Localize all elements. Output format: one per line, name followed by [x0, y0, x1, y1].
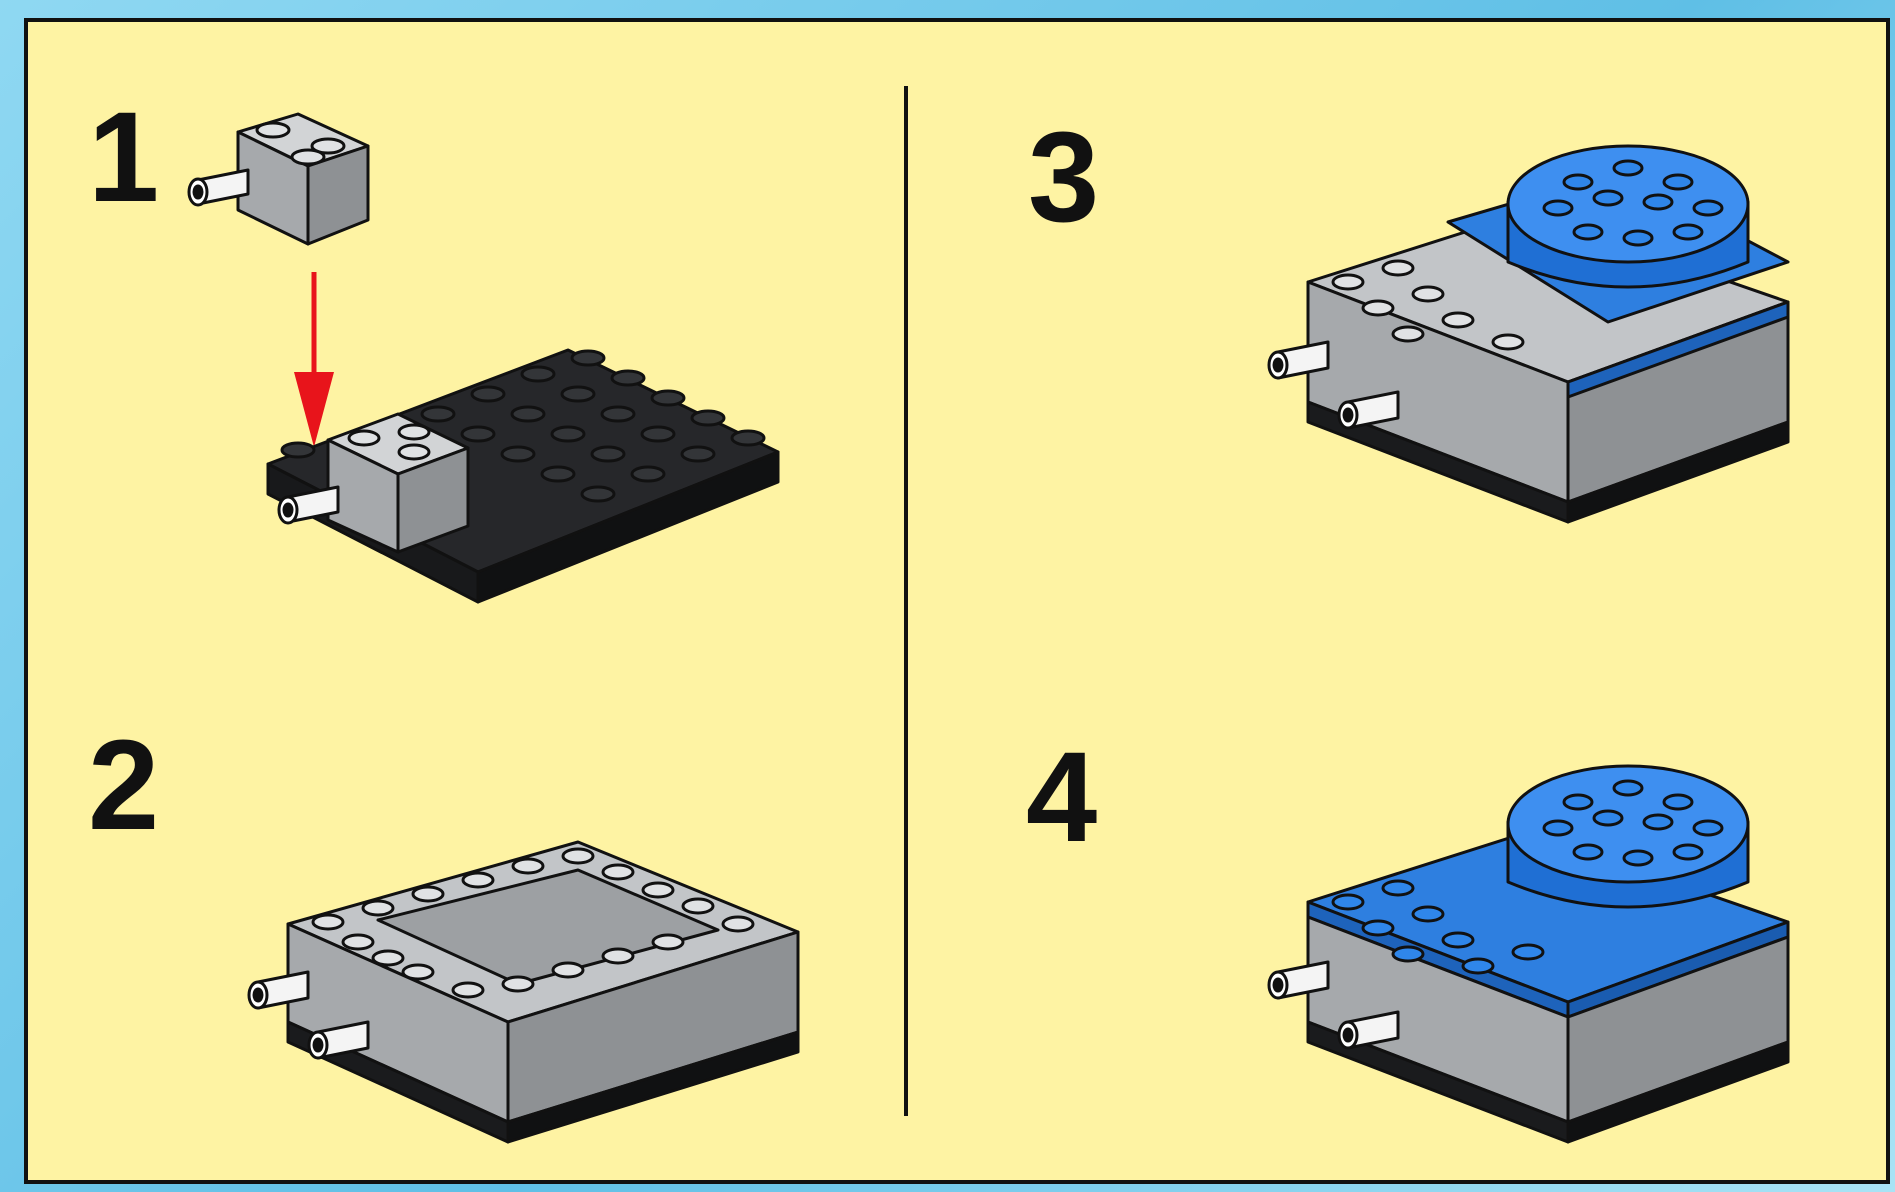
lego-turntable-icon: [1269, 766, 1788, 1142]
instruction-panel: 1 2 3 4: [24, 18, 1890, 1184]
lego-turntable-icon: [1269, 146, 1788, 522]
lego-brick-with-pin-icon: [189, 114, 368, 244]
step-3-illustration: [1268, 112, 1858, 542]
down-arrow-icon: [294, 272, 334, 447]
step-divider: [904, 86, 908, 1116]
step-2-illustration: [238, 812, 828, 1172]
step-4-number: 4: [1026, 734, 1097, 862]
step-3-number: 3: [1028, 114, 1099, 242]
lego-base-plate-icon: [249, 842, 798, 1142]
lego-base-plate-icon: [268, 350, 778, 602]
step-2-number: 2: [88, 722, 159, 850]
step-1-illustration: [178, 102, 828, 622]
step-4-illustration: [1268, 732, 1858, 1162]
step-1-number: 1: [88, 94, 159, 222]
